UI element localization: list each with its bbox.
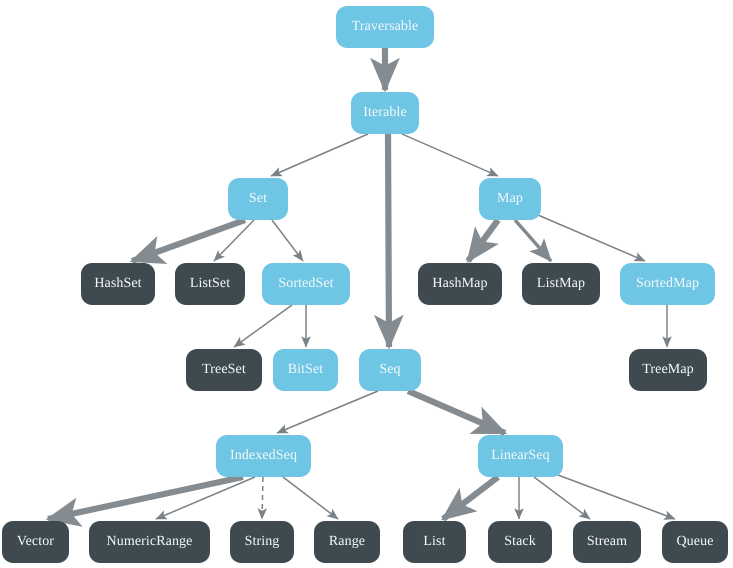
node-label: BitSet (287, 362, 324, 377)
node-listset[interactable]: ListSet (175, 263, 245, 305)
node-label: ListSet (189, 276, 231, 291)
edge-indexedseq-to-string (257, 476, 268, 520)
node-label: SortedMap (635, 276, 700, 291)
node-list[interactable]: List (403, 521, 466, 563)
edge-linearseq-to-stream (533, 476, 591, 520)
node-stream[interactable]: Stream (573, 521, 641, 563)
node-label: Set (248, 191, 268, 206)
edge-set-to-hashset (129, 217, 247, 264)
edge-set-to-listset (213, 219, 255, 262)
node-label: ListMap (536, 276, 586, 291)
node-label: LinearSeq (491, 448, 550, 463)
node-label: SortedSet (278, 276, 334, 291)
node-bitset[interactable]: BitSet (273, 349, 338, 391)
edge-seq-to-linearseq (406, 388, 508, 436)
node-sortedset[interactable]: SortedSet (262, 263, 350, 305)
edge-map-to-listmap (513, 218, 553, 263)
edge-map-to-hashmap (465, 218, 501, 264)
edge-iterable-to-seq (373, 133, 404, 350)
node-numericrange[interactable]: NumericRange (89, 521, 210, 563)
node-label: Traversable (351, 19, 419, 34)
node-label: Vector (16, 534, 55, 549)
edge-indexedseq-to-numericrange (155, 476, 256, 520)
edge-iterable-to-map (401, 133, 499, 177)
edge-linearseq-to-list (441, 474, 500, 522)
node-label: List (423, 534, 446, 549)
node-treemap[interactable]: TreeMap (629, 349, 707, 391)
node-vector[interactable]: Vector (2, 521, 69, 563)
edge-sortedset-to-treeset (233, 304, 293, 348)
node-label: Iterable (363, 105, 407, 120)
node-label: String (244, 534, 280, 549)
node-label: Seq (379, 362, 401, 377)
edge-map-to-sortedmap (537, 214, 646, 262)
node-label: HashMap (432, 276, 488, 291)
node-seq[interactable]: Seq (359, 349, 421, 391)
node-iterable[interactable]: Iterable (351, 92, 419, 134)
node-treeset[interactable]: TreeSet (186, 349, 262, 391)
node-label: Queue (676, 534, 714, 549)
node-queue[interactable]: Queue (662, 521, 728, 563)
node-indexedseq[interactable]: IndexedSeq (216, 435, 311, 477)
node-range[interactable]: Range (314, 521, 380, 563)
node-string[interactable]: String (230, 521, 294, 563)
node-label: Map (497, 191, 523, 206)
node-label: HashSet (94, 276, 142, 291)
edge-set-to-sortedset (271, 219, 304, 262)
node-label: TreeSet (202, 362, 246, 377)
node-listmap[interactable]: ListMap (522, 263, 600, 305)
edge-iterable-to-set (270, 133, 369, 177)
edge-indexedseq-to-range (282, 476, 339, 520)
edge-linearseq-to-queue (549, 471, 676, 520)
node-traversable[interactable]: Traversable (336, 6, 434, 48)
edge-seq-to-indexedseq (276, 390, 379, 434)
node-linearseq[interactable]: LinearSeq (478, 435, 563, 477)
node-label: Range (328, 534, 366, 549)
node-label: Stream (586, 534, 628, 549)
node-hashmap[interactable]: HashMap (418, 263, 502, 305)
node-map[interactable]: Map (479, 178, 541, 220)
node-label: TreeMap (642, 362, 694, 377)
edge-indexedseq-to-vector (45, 473, 244, 527)
node-hashset[interactable]: HashSet (81, 263, 155, 305)
node-label: IndexedSeq (229, 448, 298, 463)
node-label: NumericRange (106, 534, 193, 549)
node-stack[interactable]: Stack (488, 521, 552, 563)
node-label: Stack (504, 534, 536, 549)
node-sortedmap[interactable]: SortedMap (620, 263, 715, 305)
node-set[interactable]: Set (228, 178, 288, 220)
